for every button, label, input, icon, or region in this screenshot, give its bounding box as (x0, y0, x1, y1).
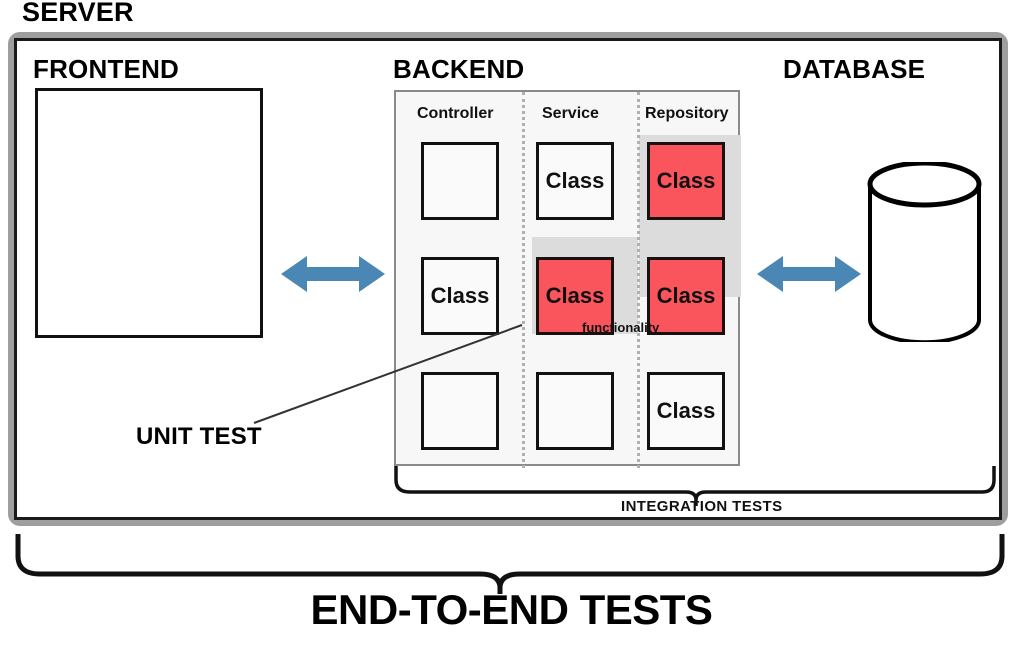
arrow-backend-database-icon (757, 256, 861, 292)
end-to-end-tests-brace (15, 534, 1005, 594)
arrow-frontend-backend-icon (281, 256, 385, 292)
frontend-box (35, 88, 263, 338)
class-box-highlighted: Class (536, 257, 614, 335)
class-box (536, 372, 614, 450)
server-title: SERVER (22, 0, 134, 27)
frontend-title: FRONTEND (33, 54, 180, 84)
column-header-controller: Controller (417, 105, 494, 122)
end-to-end-tests-label: END-TO-END TESTS (310, 586, 713, 633)
database-cylinder-icon (867, 162, 982, 342)
unit-test-label: UNIT TEST (136, 423, 262, 450)
class-box (421, 372, 499, 450)
class-box: Class (421, 257, 499, 335)
integration-tests-label: INTEGRATION TESTS (621, 498, 783, 515)
database-title: DATABASE (783, 54, 926, 84)
backend-panel: Controller Service Repository Class Clas… (394, 90, 741, 468)
class-box (421, 142, 499, 220)
functionality-label: functionality (582, 320, 660, 335)
column-divider-1 (522, 92, 525, 468)
integration-tests-brace (394, 466, 996, 506)
column-header-repository: Repository (645, 105, 729, 122)
backend-title: BACKEND (393, 54, 525, 84)
class-box-highlighted: Class (647, 142, 725, 220)
class-box: Class (647, 372, 725, 450)
class-box: Class (536, 142, 614, 220)
column-header-service: Service (542, 105, 599, 122)
column-divider-2 (637, 92, 640, 468)
class-box-highlighted: Class (647, 257, 725, 335)
